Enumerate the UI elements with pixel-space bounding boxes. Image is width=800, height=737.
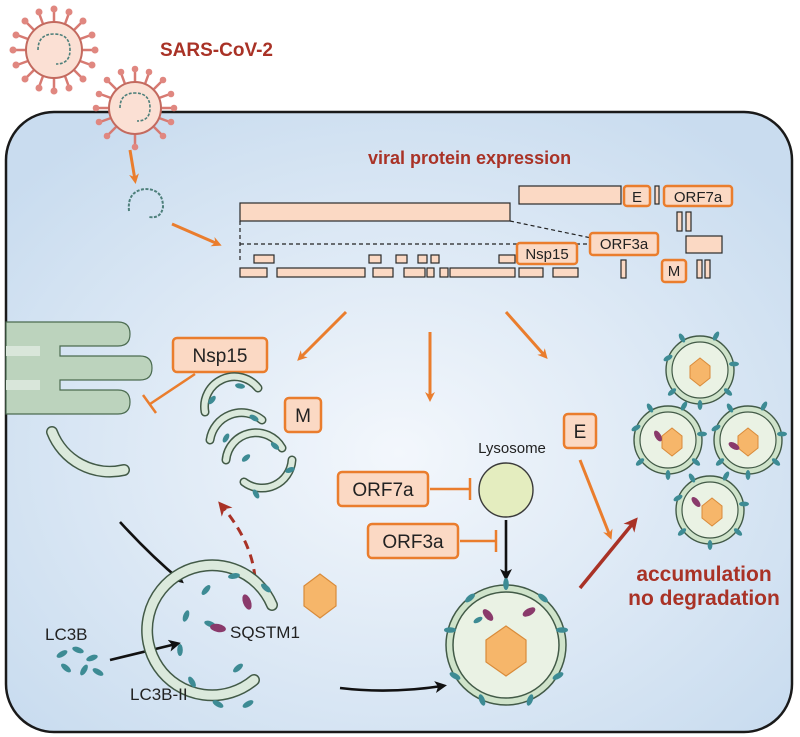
svg-text:ORF7a: ORF7a xyxy=(674,189,723,206)
accumulation-arrow xyxy=(578,517,638,590)
accumulation-text-line2: no degradation xyxy=(628,587,780,610)
expression-title: viral protein expression xyxy=(368,148,571,168)
autophagosome-to-autolysosome-arrow xyxy=(339,681,447,693)
phagophore xyxy=(46,426,130,478)
genome-label-orf3a: ORF3a xyxy=(588,231,660,257)
genome-label-e: E xyxy=(622,184,652,208)
svg-text:ORF3a: ORF3a xyxy=(600,236,649,253)
endoplasmic-reticulum xyxy=(5,321,153,415)
virus-particle-1 xyxy=(9,5,99,95)
fragmentation-arrow xyxy=(218,501,257,579)
svg-text:ORF7a: ORF7a xyxy=(352,480,414,501)
lc3b-label: LC3B xyxy=(45,625,88,644)
virus-particle-2 xyxy=(92,65,178,151)
protein-box-orf7a: ORF7a xyxy=(336,470,430,508)
protein-box-orf3a: ORF3a xyxy=(366,522,460,560)
svg-text:E: E xyxy=(632,189,642,206)
accumulated-autolysosomes xyxy=(631,331,787,550)
arrow-to-m xyxy=(297,310,348,361)
svg-text:Nsp15: Nsp15 xyxy=(193,346,248,367)
virus-label: SARS-CoV-2 xyxy=(160,40,273,61)
svg-text:M: M xyxy=(295,406,311,427)
protein-box-e: E xyxy=(562,412,598,450)
genome-label-m: M xyxy=(660,258,688,284)
cell-body xyxy=(4,110,794,734)
lysosome-label: Lysosome xyxy=(478,440,546,457)
svg-text:E: E xyxy=(574,422,587,443)
genome-label-nsp15: Nsp15 xyxy=(515,241,579,266)
cargo-hexagon xyxy=(303,573,337,619)
sqstm1-label: SQSTM1 xyxy=(230,623,300,642)
lc3b-molecules xyxy=(56,646,104,676)
lc3b-lipidation-arrow xyxy=(109,639,181,662)
entry-arrow xyxy=(128,149,139,184)
lysosome xyxy=(478,462,534,518)
lc3b-ii-label: LC3B-II xyxy=(130,685,188,704)
nsp15-inhibition xyxy=(141,372,196,414)
svg-text:Nsp15: Nsp15 xyxy=(525,246,568,263)
autophagosome xyxy=(141,559,278,708)
arrow-to-e xyxy=(504,311,548,359)
autolysosome xyxy=(444,578,568,706)
translation-arrow xyxy=(171,222,222,247)
orf3a-inhibition xyxy=(460,530,498,552)
genome-map xyxy=(239,185,723,279)
protein-box-m: M xyxy=(283,396,323,434)
accumulation-text-line1: accumulation xyxy=(636,563,771,586)
genome-label-orf7a: ORF7a xyxy=(662,184,734,208)
orf7a-inhibition xyxy=(430,478,472,500)
protein-box-nsp15: Nsp15 xyxy=(171,336,269,374)
viral-rna xyxy=(127,187,165,219)
svg-text:ORF3a: ORF3a xyxy=(382,532,444,553)
membrane-fragments xyxy=(200,372,297,499)
e-arrow xyxy=(578,459,613,540)
svg-text:M: M xyxy=(668,263,681,280)
